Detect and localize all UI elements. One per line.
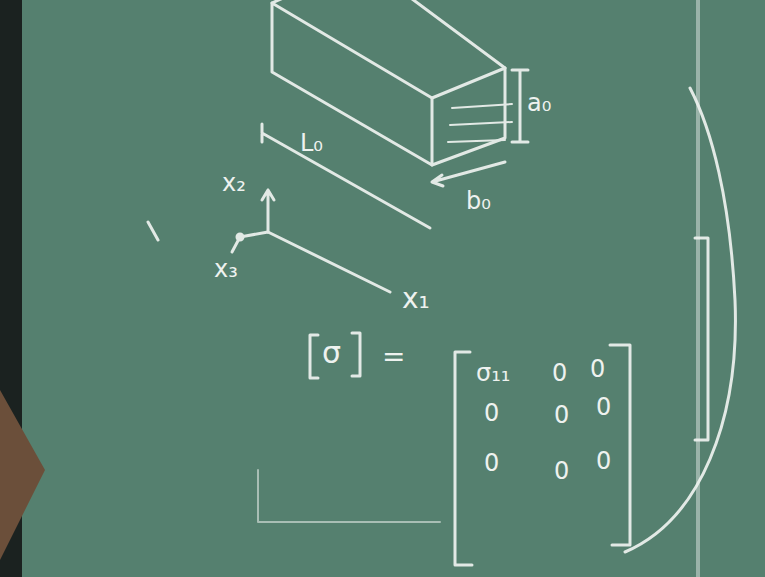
matrix-entry: 0 (554, 458, 569, 484)
chalk-curve (625, 88, 735, 552)
matrix-entry: σ₁₁ (476, 360, 510, 386)
matrix-entry: 0 (596, 448, 611, 474)
chalk-mark (258, 470, 440, 522)
matrix-entry: 0 (484, 400, 499, 426)
dimension-label: b₀ (466, 188, 491, 214)
chalk-bracket (695, 238, 708, 440)
dimension-label: a₀ (527, 90, 551, 116)
bar-prism (272, 0, 512, 165)
equals-sign: = (382, 342, 405, 373)
axis-label: x₃ (214, 256, 238, 282)
matrix-entry: 0 (552, 360, 567, 386)
matrix-brackets (310, 333, 630, 565)
axis-label: x₂ (222, 170, 246, 196)
dimension-label: L₀ (300, 130, 323, 156)
dimension-lines (262, 70, 528, 228)
matrix-entry: 0 (484, 450, 499, 476)
matrix-entry: 0 (596, 394, 611, 420)
axis-label: x₁ (402, 284, 430, 315)
stress-symbol: σ (322, 336, 341, 369)
chalk-mark (148, 222, 158, 240)
board-frame (0, 390, 45, 560)
matrix-entry: 0 (590, 356, 605, 382)
board-seam (696, 0, 700, 577)
coordinate-axes (232, 190, 390, 292)
matrix-entry: 0 (554, 402, 569, 428)
